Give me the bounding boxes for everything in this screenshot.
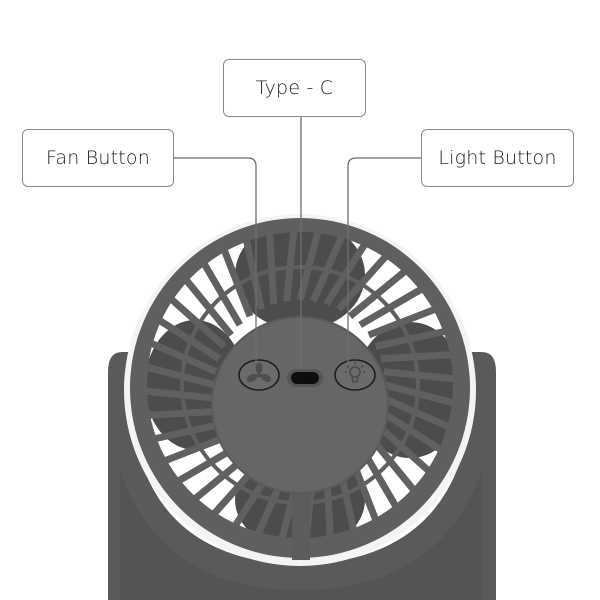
leader-line-fan: [174, 157, 257, 362]
fan-button[interactable]: [238, 359, 280, 391]
label-light-button: Light Button: [421, 129, 574, 187]
fan-icon: [246, 362, 272, 383]
usb-c-port-icon: [287, 369, 323, 387]
light-button[interactable]: [334, 359, 376, 391]
lightbulb-icon: [345, 362, 365, 383]
label-fan-button: Fan Button: [22, 129, 174, 187]
leader-line-light: [347, 157, 421, 362]
label-type-c: Type - C: [223, 59, 366, 117]
control-hub: [211, 316, 389, 494]
